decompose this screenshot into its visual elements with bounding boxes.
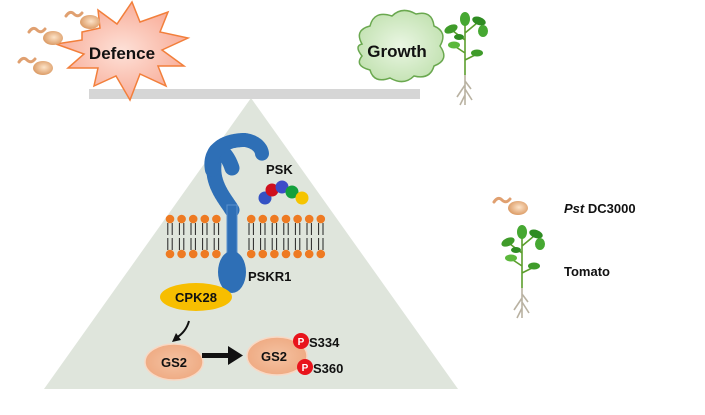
bacterium-icon: [17, 56, 55, 77]
lipid-head: [165, 249, 175, 259]
gs2-label: GS2: [161, 355, 187, 370]
legend-item-tomato: Tomato: [499, 224, 610, 319]
lipid-head: [304, 249, 314, 259]
growth-label: Growth: [367, 42, 427, 61]
lipid-head: [293, 214, 302, 224]
gs2-protein: GS2: [144, 343, 204, 381]
phospho-site-2: P S360: [297, 359, 343, 376]
lipid-head: [212, 249, 221, 259]
lipid-head: [258, 214, 268, 224]
lipid-head: [177, 214, 186, 224]
site-s334-label: S334: [309, 335, 340, 350]
bacterium-icon: [492, 196, 530, 217]
defence-burst: Defence: [55, 0, 191, 102]
lipid-head: [281, 249, 291, 259]
arrow-head: [172, 333, 181, 342]
fulcrum-triangle: [44, 98, 458, 389]
lipid-head: [258, 249, 268, 259]
psk-peptide: [258, 180, 309, 205]
phospho-site-1: P S334: [293, 333, 340, 350]
defence-label: Defence: [89, 44, 155, 63]
growth-cloud: Growth: [357, 9, 445, 83]
tomato-plant-icon: [442, 11, 489, 106]
pskr1-label: PSKR1: [248, 269, 291, 284]
lipid-head: [316, 249, 326, 259]
cpk28-label: CPK28: [175, 290, 217, 305]
tomato-plant-icon: [499, 224, 546, 319]
conversion-arrow: [202, 346, 243, 365]
plasma-membrane: [165, 214, 326, 259]
lipid-head: [270, 214, 279, 224]
psk-label: PSK: [266, 162, 293, 177]
phospho-mark: P: [298, 337, 305, 348]
lipid-head: [293, 249, 302, 259]
lipid-head: [246, 249, 256, 259]
legend-pst-label: Pst DC3000: [564, 201, 636, 216]
lipid-head: [270, 249, 279, 259]
cpk28-kinase: CPK28: [160, 283, 232, 311]
lipid-head: [188, 214, 198, 224]
legend-item-pst: Pst DC3000: [492, 196, 636, 217]
legend-tomato-label: Tomato: [564, 264, 610, 279]
lipid-head: [165, 214, 175, 224]
lipid-head: [212, 214, 221, 224]
phospho-gs2-label: GS2: [261, 349, 287, 364]
phospho-mark: P: [302, 363, 309, 374]
phospho-gs2-protein: GS2: [246, 336, 308, 376]
legend: Pst DC3000 Tomato: [492, 196, 636, 319]
lipid-head: [188, 249, 198, 259]
bacterium-icon: [27, 26, 65, 47]
balance-beam: [89, 89, 420, 99]
site-s360-label: S360: [313, 361, 343, 376]
lipid-head: [200, 214, 210, 224]
lipid-head: [304, 214, 314, 224]
lipid-head: [200, 249, 210, 259]
lipid-head: [177, 249, 186, 259]
bacterium-icon: [64, 10, 102, 31]
lipid-head: [246, 214, 256, 224]
pskr1-receptor: [204, 132, 269, 293]
lipid-head: [281, 214, 291, 224]
lipid-head: [316, 214, 326, 224]
